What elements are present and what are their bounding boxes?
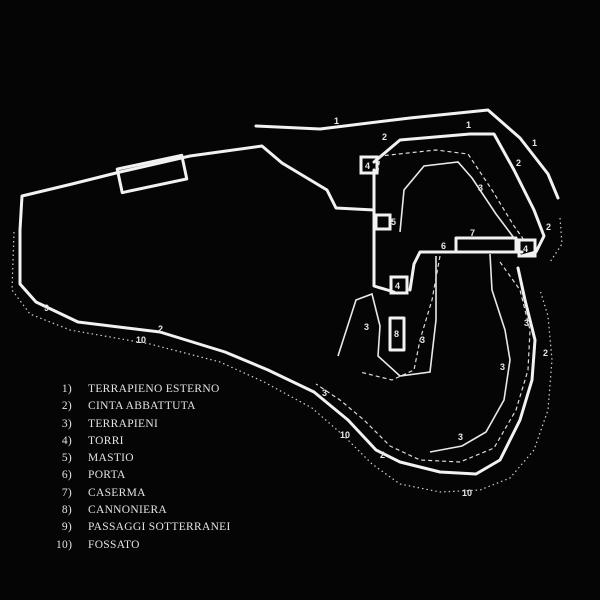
marker-4a: 4: [365, 161, 370, 171]
underground-passage-c: [359, 255, 441, 381]
marker-2f: 2: [543, 348, 548, 358]
citadel-north-wall: [372, 132, 546, 258]
legend-item-6: 6)PORTA: [61, 469, 126, 482]
marker-5: 5: [391, 217, 396, 227]
marker-3f: 3: [322, 388, 327, 398]
underground-passage-a: [377, 149, 525, 241]
marker-6: 6: [441, 241, 446, 251]
legend-item-5: 5)MASTIO: [61, 452, 134, 465]
marker-2c: 2: [546, 222, 551, 232]
legend: 1)TERRAPIENO ESTERNO 2)CINTA ABBATTUTA 3…: [56, 381, 231, 554]
marker-3b: 3: [364, 322, 369, 332]
demolished-wall-west: [18, 144, 537, 476]
marker-3e: 3: [500, 362, 505, 372]
keep: [374, 213, 392, 231]
marker-3c: 3: [420, 335, 425, 345]
marker-3a: 3: [478, 183, 483, 193]
marker-10b: 10: [340, 430, 350, 440]
marker-4c: 4: [523, 244, 528, 254]
moat-north: [549, 217, 563, 263]
moat: [11, 231, 553, 493]
marker-10a: 10: [136, 335, 146, 345]
marker-1c: 1: [532, 138, 537, 148]
legend-item-7: 7)CASERMA: [61, 486, 146, 499]
legend-item-8: 8)CANNONIERA: [61, 504, 168, 517]
citadel-inner-wall: [408, 250, 524, 292]
outer-rampart-line: [254, 108, 560, 200]
marker-8: 8: [394, 329, 399, 339]
gunport: [388, 316, 406, 352]
barracks: [454, 236, 518, 254]
marker-3d: 3: [524, 318, 529, 328]
marker-1b: 1: [466, 120, 471, 130]
marker-10c: 10: [462, 488, 472, 498]
marker-9: 9: [44, 303, 49, 313]
marker-2e: 2: [380, 450, 385, 460]
marker-1a: 1: [334, 116, 339, 126]
marker-2a: 2: [382, 132, 387, 142]
marker-4b: 4: [395, 281, 400, 291]
legend-item-9: 9)PASSAGGI SOTTERRANEI: [61, 521, 231, 534]
terrace-south: [337, 256, 437, 377]
marker-7: 7: [470, 228, 475, 238]
underground-passage-b: [315, 261, 531, 463]
marker-2b: 2: [516, 158, 521, 168]
legend-item-2: 2)CINTA ABBATTUTA: [61, 400, 196, 413]
legend-item-10: 10)FOSSATO: [56, 538, 140, 551]
terrace-north: [399, 161, 515, 239]
terrace-east: [429, 253, 511, 453]
tower-sw: [389, 275, 409, 295]
legend-item-3: 3)TERRAPIENI: [61, 417, 159, 430]
barracks-remains: [115, 153, 189, 195]
citadel-wall: [372, 168, 396, 294]
marker-2d: 2: [158, 324, 163, 334]
tower-e: [517, 238, 537, 258]
legend-item-1: 1)TERRAPIENO ESTERNO: [61, 383, 220, 395]
tower-nw: [359, 155, 379, 175]
marker-3g: 3: [458, 432, 463, 442]
legend-item-4: 4)TORRI: [61, 434, 124, 447]
